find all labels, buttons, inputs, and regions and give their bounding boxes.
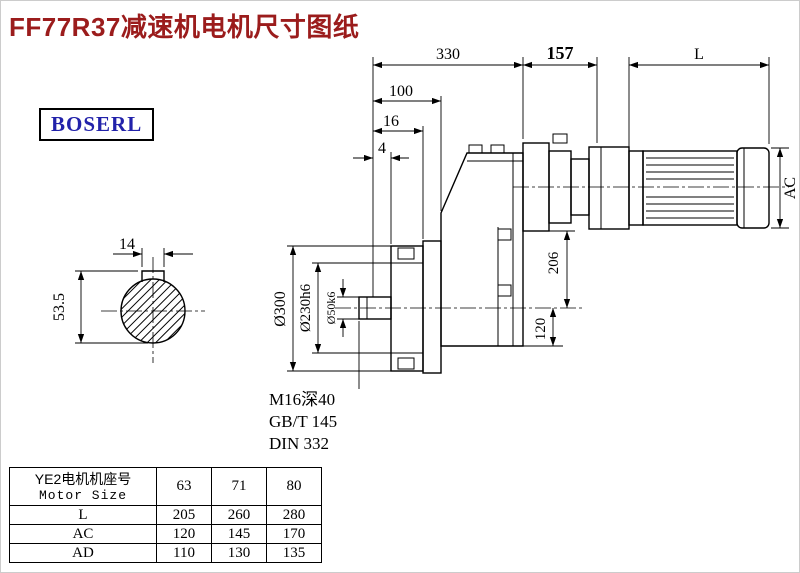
row-label-L: L bbox=[9, 505, 157, 525]
brand-logo-text: BOSERL bbox=[51, 112, 143, 136]
value-AD-63: 110 bbox=[156, 543, 212, 563]
dim-d50-label: Ø50k6 bbox=[324, 292, 338, 325]
note-gbt-label: GB/T 145 bbox=[269, 412, 337, 431]
mounting-flange bbox=[390, 245, 424, 372]
header-motor-size-cn: YE2电机机座号 bbox=[34, 470, 132, 487]
value-L-71: 260 bbox=[211, 505, 267, 525]
shaft-end-notes: M16深40 GB/T 145 DIN 332 bbox=[269, 321, 360, 453]
table-row-AD: AD 110 130 135 bbox=[9, 543, 322, 563]
row-label-AC: AC bbox=[9, 524, 157, 544]
shaft-circle bbox=[120, 278, 186, 344]
spec-table: YE2电机机座号 Motor Size 63 71 80 L 205 260 2… bbox=[9, 467, 322, 563]
dim-157-label: 157 bbox=[547, 43, 574, 63]
header-motor-size-en: Motor Size bbox=[38, 487, 127, 503]
value-AC-63: 120 bbox=[156, 524, 212, 544]
vertical-dimensions: AC 206 120 bbox=[523, 147, 799, 347]
note-tap-label: M16深40 bbox=[269, 390, 335, 409]
dim-key-width-label: 14 bbox=[119, 236, 135, 253]
fan-cover bbox=[736, 147, 770, 229]
motor-endbell bbox=[628, 150, 644, 226]
flange-backplate bbox=[422, 240, 442, 374]
motor-flange bbox=[588, 146, 630, 230]
dim-AC-label: AC bbox=[782, 177, 799, 199]
page-title: FF77R37减速机电机尺寸图纸 bbox=[9, 12, 360, 42]
note-din-label: DIN 332 bbox=[269, 434, 329, 453]
value-AC-71: 145 bbox=[211, 524, 267, 544]
dim-120-label: 120 bbox=[533, 318, 549, 341]
dim-100-label: 100 bbox=[389, 83, 413, 100]
motor-fins bbox=[646, 157, 734, 219]
motor-body bbox=[642, 150, 738, 226]
row-label-AD: AD bbox=[9, 543, 157, 563]
value-AD-80: 135 bbox=[266, 543, 322, 563]
flange-diameter-dimensions: Ø300 Ø230h6 Ø50k6 bbox=[272, 245, 391, 372]
top-dimensions: 330 157 L 100 16 4 bbox=[353, 43, 770, 297]
table-row-AC: AC 120 145 170 bbox=[9, 524, 322, 544]
value-AC-80: 170 bbox=[266, 524, 322, 544]
dim-206-label: 206 bbox=[546, 251, 562, 274]
dim-4-label: 4 bbox=[378, 140, 386, 157]
header-size-71: 71 bbox=[211, 467, 267, 506]
dim-330-label: 330 bbox=[436, 46, 460, 63]
gearbox-side-view bbox=[335, 133, 789, 374]
value-L-80: 280 bbox=[266, 505, 322, 525]
brand-logo: BOSERL bbox=[39, 108, 155, 141]
header-size-80: 80 bbox=[266, 467, 322, 506]
dim-key-height-label: 53.5 bbox=[51, 293, 68, 321]
dim-d300-label: Ø300 bbox=[272, 291, 289, 327]
header-size-63: 63 bbox=[156, 467, 212, 506]
dim-L-label: L bbox=[694, 46, 704, 63]
dim-16-label: 16 bbox=[383, 113, 399, 130]
shaft-section-view: 14 53.5 bbox=[51, 236, 205, 363]
value-AD-71: 130 bbox=[211, 543, 267, 563]
value-L-63: 205 bbox=[156, 505, 212, 525]
table-header-row: YE2电机机座号 Motor Size 63 71 80 bbox=[9, 467, 322, 506]
table-row-L: L 205 260 280 bbox=[9, 505, 322, 525]
keyway bbox=[141, 270, 165, 282]
gear-housing bbox=[440, 152, 524, 347]
dim-d230-label: Ø230h6 bbox=[298, 283, 314, 332]
header-motor-size-cell: YE2电机机座号 Motor Size bbox=[9, 467, 157, 506]
